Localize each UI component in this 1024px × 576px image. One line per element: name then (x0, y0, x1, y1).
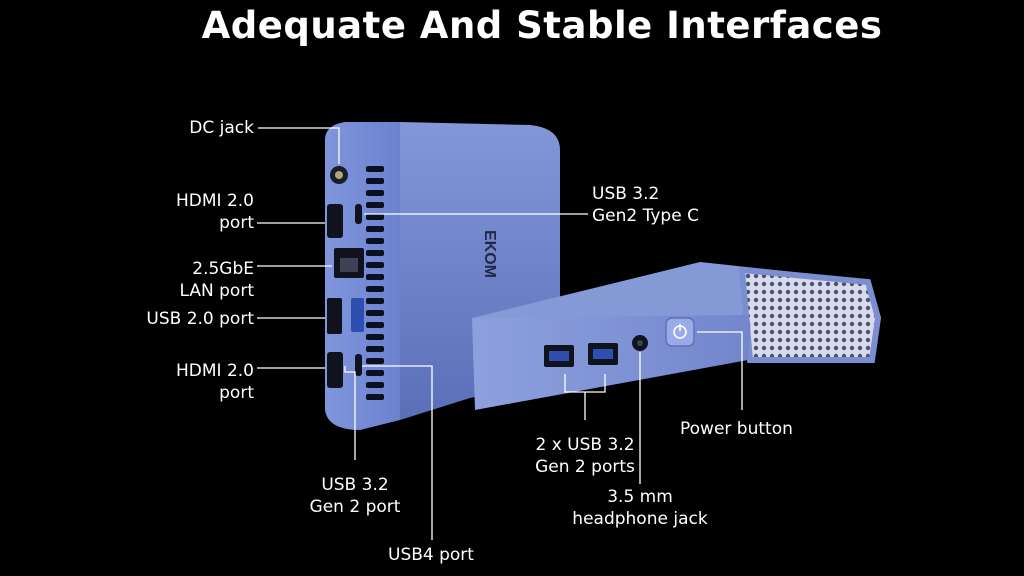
power-button-label: Power button (680, 419, 793, 439)
dc-jack-label: DC jack (189, 118, 254, 138)
device-front-unit (472, 262, 882, 410)
brand-text: EKOM (481, 230, 498, 278)
page-title: Adequate And Stable Interfaces (201, 4, 883, 47)
callout-lines (257, 127, 743, 540)
usb2-port-label: USB 2.0 port (146, 309, 254, 329)
headphone-jack-label: 3.5 mm headphone jack (572, 487, 708, 529)
hdmi-bottom-label: HDMI 2.0 port (176, 361, 254, 403)
hdmi-top-label: HDMI 2.0 port (176, 191, 254, 233)
front-usb-ports-label: 2 x USB 3.2 Gen 2 ports (535, 435, 635, 477)
lan-port-label: 2.5GbE LAN port (179, 259, 254, 301)
usb32-gen2-port-label: USB 3.2 Gen 2 port (309, 475, 401, 517)
usb4-port-label: USB4 port (388, 545, 474, 565)
type-c-label: USB 3.2 Gen2 Type C (592, 184, 699, 226)
